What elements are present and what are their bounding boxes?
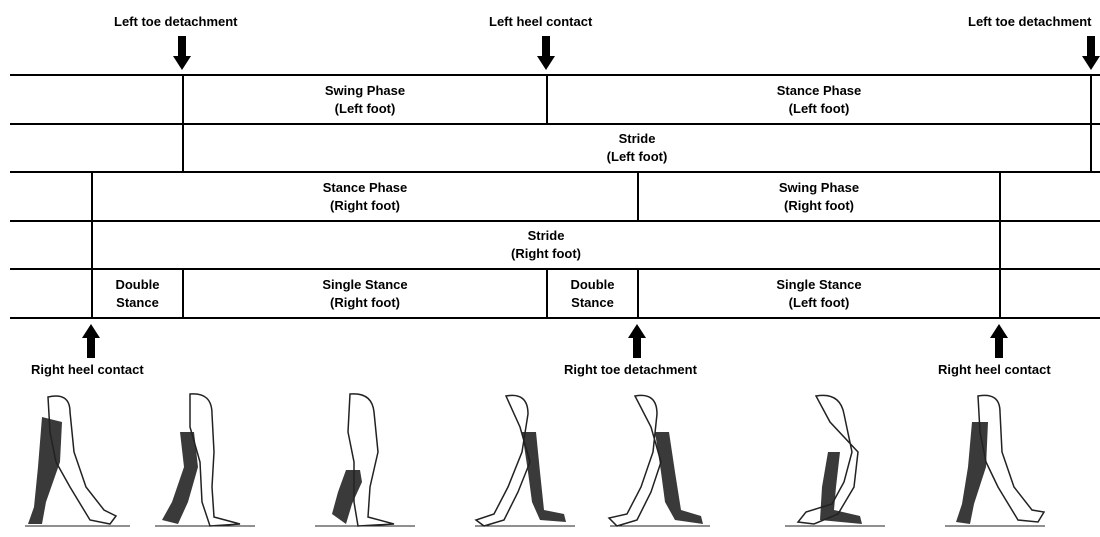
cell-line: (Right foot) xyxy=(329,294,401,310)
label-right-heel-contact-2: Right heel contact xyxy=(938,362,1051,377)
divider xyxy=(1090,74,1092,171)
leg-figure-2 xyxy=(155,393,255,527)
cell-swing-phase-right: Swing Phase (Right foot) xyxy=(639,173,999,220)
cell-line: Single Stance xyxy=(322,276,408,292)
down-arrow-icon xyxy=(537,36,555,70)
grid-line xyxy=(10,220,1100,222)
cell-stride-right: Stride (Right foot) xyxy=(93,222,999,268)
cell-line: (Left foot) xyxy=(606,149,668,164)
cell-line: Stance Phase xyxy=(776,82,862,98)
grid-line xyxy=(10,268,1100,270)
grid-line xyxy=(10,171,1100,173)
leg-figure-7 xyxy=(945,394,1046,527)
divider xyxy=(546,268,548,317)
divider xyxy=(182,74,184,171)
grid-line xyxy=(10,74,1100,76)
divider xyxy=(546,74,548,123)
cell-line: Single Stance xyxy=(776,276,862,292)
cell-line: Double xyxy=(115,276,160,292)
cell-line: Stance Phase xyxy=(322,179,408,195)
divider xyxy=(637,268,639,317)
cell-line: Swing Phase xyxy=(778,179,860,195)
cell-stance-phase-left: Stance Phase (Left foot) xyxy=(548,76,1090,123)
cell-line: Stride xyxy=(618,131,656,146)
cell-line: Swing Phase xyxy=(324,82,406,98)
up-arrow-icon xyxy=(82,324,100,358)
up-arrow-icon xyxy=(628,324,646,358)
cell-line: (Right foot) xyxy=(783,197,855,213)
cell-line: (Right foot) xyxy=(329,197,401,213)
cell-stride-left: Stride (Left foot) xyxy=(184,125,1090,171)
cell-line: (Right foot) xyxy=(510,246,582,261)
cell-swing-phase-left: Swing Phase (Left foot) xyxy=(184,76,546,123)
divider xyxy=(182,268,184,317)
divider xyxy=(637,171,639,220)
leg-figure-4 xyxy=(474,394,575,527)
divider xyxy=(91,171,93,317)
leg-figure-1 xyxy=(25,395,130,527)
up-arrow-icon xyxy=(990,324,1008,358)
cell-line: Stance xyxy=(116,294,159,310)
label-left-heel-contact: Left heel contact xyxy=(489,14,593,29)
cell-line: (Left foot) xyxy=(788,100,850,116)
grid-line xyxy=(10,317,1100,319)
cell-double-stance-1: Double Stance xyxy=(93,270,182,317)
cell-double-stance-2: Double Stance xyxy=(548,270,637,317)
label-right-heel-contact-1: Right heel contact xyxy=(31,362,144,377)
leg-figure-3 xyxy=(315,393,415,527)
label-left-toe-detachment-2: Left toe detachment xyxy=(968,14,1092,29)
down-arrow-icon xyxy=(1082,36,1100,70)
leg-figure-5 xyxy=(607,394,710,527)
leg-figure-6 xyxy=(785,394,885,527)
cell-line: Double xyxy=(570,276,615,292)
cell-stance-phase-right: Stance Phase (Right foot) xyxy=(93,173,637,220)
grid-line xyxy=(10,123,1100,125)
down-arrow-icon xyxy=(173,36,191,70)
cell-line: (Left foot) xyxy=(788,294,850,310)
cell-line: (Left foot) xyxy=(334,100,396,116)
cell-single-stance-right: Single Stance (Right foot) xyxy=(184,270,546,317)
divider xyxy=(999,171,1001,317)
cell-line: Stride xyxy=(527,228,565,243)
cell-single-stance-left: Single Stance (Left foot) xyxy=(639,270,999,317)
label-right-toe-detachment: Right toe detachment xyxy=(564,362,697,377)
label-left-toe-detachment-1: Left toe detachment xyxy=(114,14,238,29)
cell-line: Stance xyxy=(571,294,614,310)
